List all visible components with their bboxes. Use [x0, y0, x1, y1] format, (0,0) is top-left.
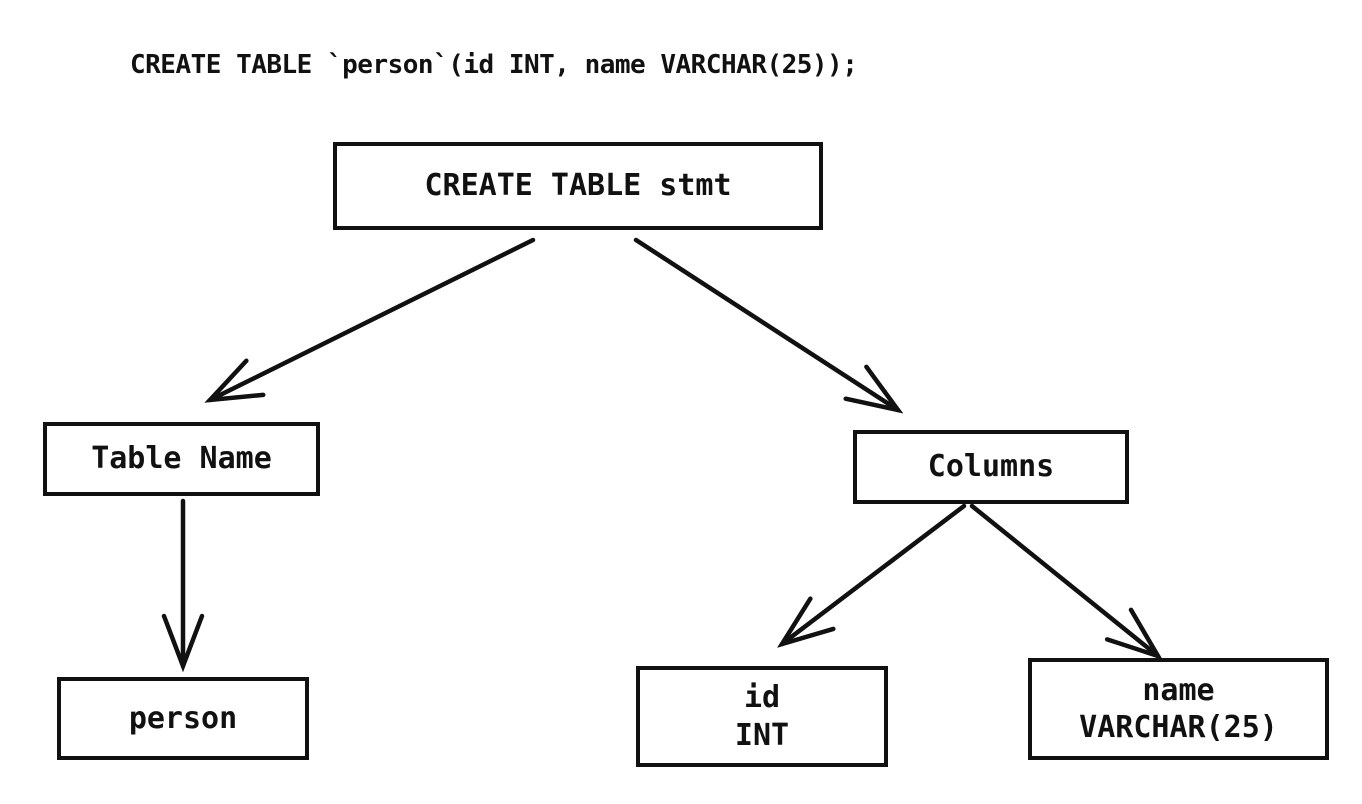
- node-create-table-stmt: CREATE TABLE stmt: [333, 142, 823, 230]
- node-table-name: Table Name: [43, 422, 320, 496]
- node-name-varchar-name-label: name: [1142, 672, 1215, 708]
- node-person: person: [57, 677, 309, 760]
- node-name-varchar: name VARCHAR(25): [1028, 658, 1329, 760]
- node-columns: Columns: [853, 430, 1129, 504]
- sql-statement-text: CREATE TABLE `person`(id INT, name VARCH…: [130, 50, 858, 80]
- node-id-int-type-label: INT: [734, 717, 790, 753]
- node-id-int: id INT: [636, 666, 888, 767]
- edge-root-to-columns: [633, 237, 898, 410]
- node-id-int-name-label: id: [743, 680, 781, 715]
- edge-root-to-table-name: [210, 237, 536, 400]
- node-name-varchar-type-label: VARCHAR(25): [1079, 710, 1278, 745]
- node-columns-label: Columns: [927, 449, 1055, 485]
- edge-columns-to-id: [782, 503, 967, 644]
- node-create-table-stmt-label: CREATE TABLE stmt: [424, 168, 732, 204]
- edge-columns-to-name: [969, 503, 1158, 656]
- node-table-name-label: Table Name: [91, 441, 272, 477]
- node-person-label: person: [128, 700, 238, 736]
